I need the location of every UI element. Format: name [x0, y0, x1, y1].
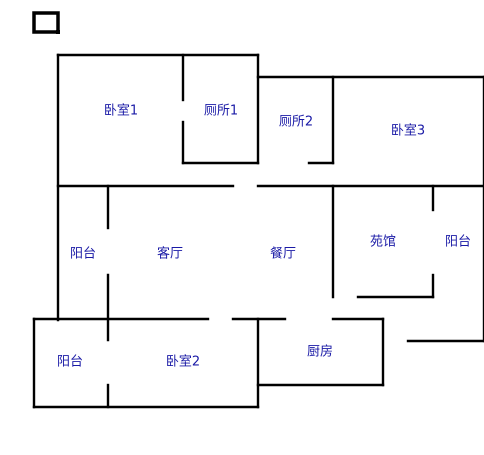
- room-label-living-room: 客厅: [157, 246, 183, 262]
- room-label-bedroom3: 卧室3: [391, 123, 425, 139]
- walls: [32, 53, 484, 409]
- room-label-bedroom2: 卧室2: [166, 354, 200, 370]
- room-label-toilet2: 厕所2: [279, 115, 313, 130]
- room-label-balcony-right: 阳台: [445, 235, 471, 250]
- room-label-balcony-left: 阳台: [70, 247, 96, 262]
- room-label-toilet1: 厕所1: [204, 104, 238, 119]
- room-label-bedroom1: 卧室1: [104, 103, 138, 119]
- room-label-balcony-bottom: 阳台: [57, 355, 83, 370]
- window-square-icon: [32, 11, 60, 34]
- room-label-dining-room: 餐厅: [270, 246, 296, 262]
- room-label-garden-room: 苑馆: [370, 235, 396, 250]
- room-labels: 卧室1 厕所1 厕所2 卧室3 阳台 客厅 餐厅 苑馆 阳台 阳台 卧室2 厨房: [57, 103, 471, 370]
- room-label-kitchen: 厨房: [307, 344, 333, 360]
